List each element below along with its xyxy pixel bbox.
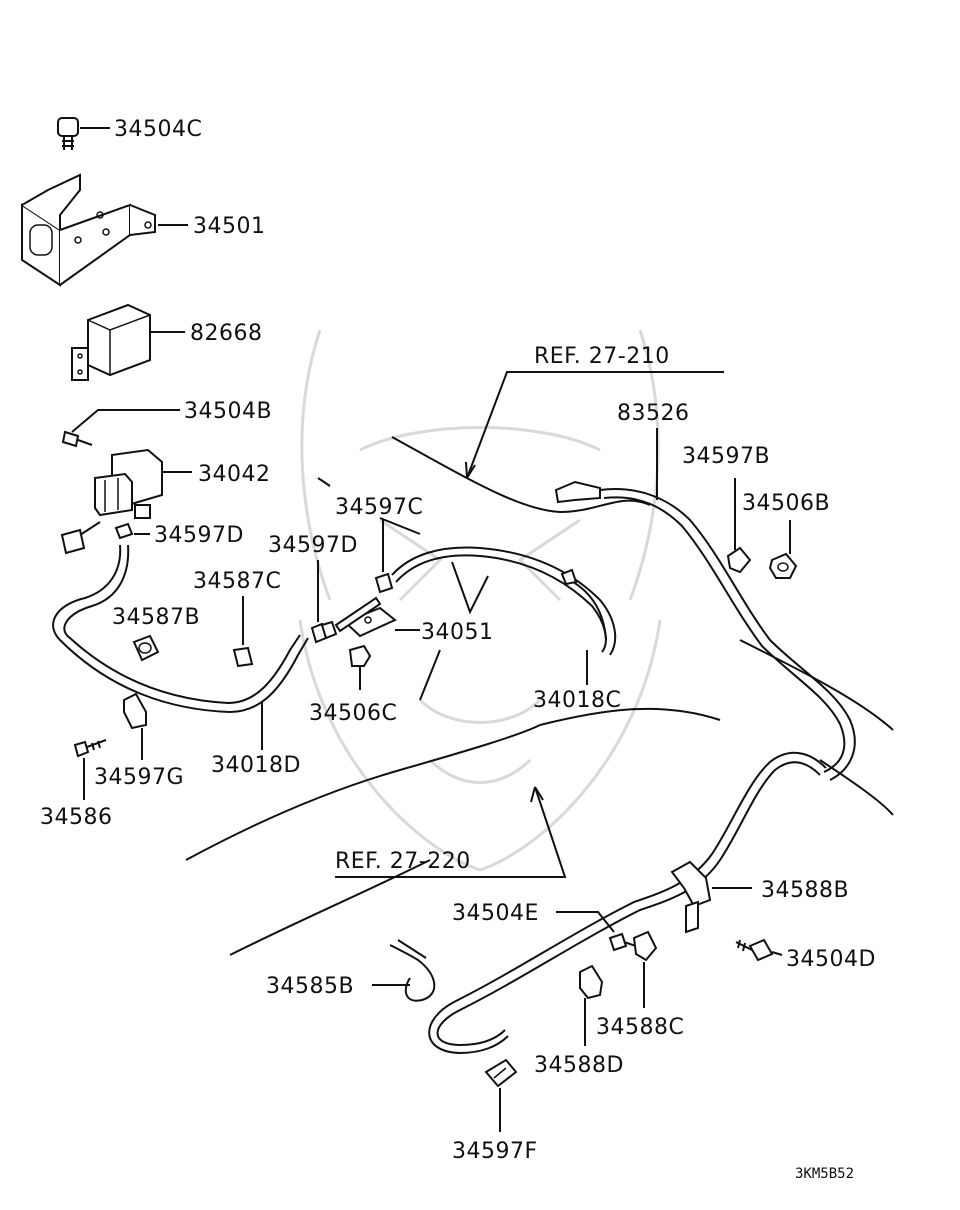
ref-27-220-leader: [335, 786, 567, 878]
nut-34506c-icon: [348, 644, 372, 690]
label-34597d-lower: 34597D: [268, 533, 358, 558]
nut-34506b-icon: [768, 520, 798, 579]
relay-82668-icon: [71, 303, 185, 381]
clamp-34588d-icon: [579, 964, 604, 1046]
hose-lower-line-icon: [428, 751, 827, 1055]
label-34504c: 34504C: [114, 117, 202, 142]
bracket-34501-icon: [21, 173, 188, 287]
label-82668: 82668: [190, 321, 263, 346]
ref-27-210-leader: [465, 371, 724, 479]
label-34018c: 34018C: [533, 688, 621, 713]
screw-34504b-icon: [61, 409, 180, 448]
bolt-34504d-icon: [735, 938, 783, 962]
label-34042: 34042: [198, 462, 271, 487]
band-34585b-icon: [372, 939, 436, 1002]
bracket-34051-icon: [334, 561, 489, 638]
label-34585b: 34585B: [266, 974, 354, 999]
solenoid-34042-icon: [60, 448, 192, 555]
label-34506c: 34506C: [309, 701, 397, 726]
clamp-34588b-icon: [670, 860, 752, 934]
label-83526: 83526: [617, 401, 690, 426]
clip-34597d-lower-icon: [310, 560, 338, 644]
hose-34018c-icon: [391, 546, 617, 701]
label-34504d: 34504D: [786, 947, 876, 972]
label-34587b: 34587B: [112, 605, 200, 630]
label-34588b: 34588B: [761, 878, 849, 903]
label-34588d: 34588D: [534, 1053, 624, 1078]
label-34597b: 34597B: [682, 444, 770, 469]
watermark-emblem: [298, 329, 662, 872]
label-34018d: 34018D: [211, 753, 301, 778]
hose-83526-icon: [554, 428, 856, 781]
clamp-34588c-icon: [632, 930, 658, 1008]
hose-34018d-icon: [52, 544, 309, 750]
grommet-34587c-icon: [232, 596, 254, 668]
clip-34597d-upper-icon: [114, 522, 150, 540]
grommet-34587b-icon: [132, 634, 160, 662]
clip-34597b-icon: [726, 478, 752, 574]
clip-34597g-icon: [123, 692, 147, 760]
label-34597d-upper: 34597D: [154, 523, 244, 548]
clip-34597c-icon: [374, 520, 394, 594]
label-34586: 34586: [40, 805, 113, 830]
chassis-lines: [185, 436, 894, 956]
clip-34597f-icon: [484, 1058, 518, 1132]
label-34588c: 34588C: [596, 1015, 684, 1040]
label-34597c: 34597C: [335, 495, 423, 520]
label-34504b: 34504B: [184, 399, 272, 424]
bolt-34504c-icon: [57, 117, 110, 150]
label-ref-27-210: REF. 27-210: [534, 344, 670, 369]
label-ref-27-220: REF. 27-220: [335, 849, 471, 874]
label-34501: 34501: [193, 214, 266, 239]
screw-34586-icon: [73, 739, 107, 800]
label-34504e: 34504E: [452, 901, 539, 926]
part-labels: 34504C 34501 82668 34504B 34042 34597D 3…: [40, 117, 876, 1182]
label-34051: 34051: [421, 620, 494, 645]
label-34587c: 34587C: [193, 569, 281, 594]
diagram-code: 3KM5B52: [795, 1166, 854, 1182]
label-34597f: 34597F: [452, 1139, 538, 1164]
label-34597g: 34597G: [94, 765, 184, 790]
label-34506b: 34506B: [742, 491, 830, 516]
